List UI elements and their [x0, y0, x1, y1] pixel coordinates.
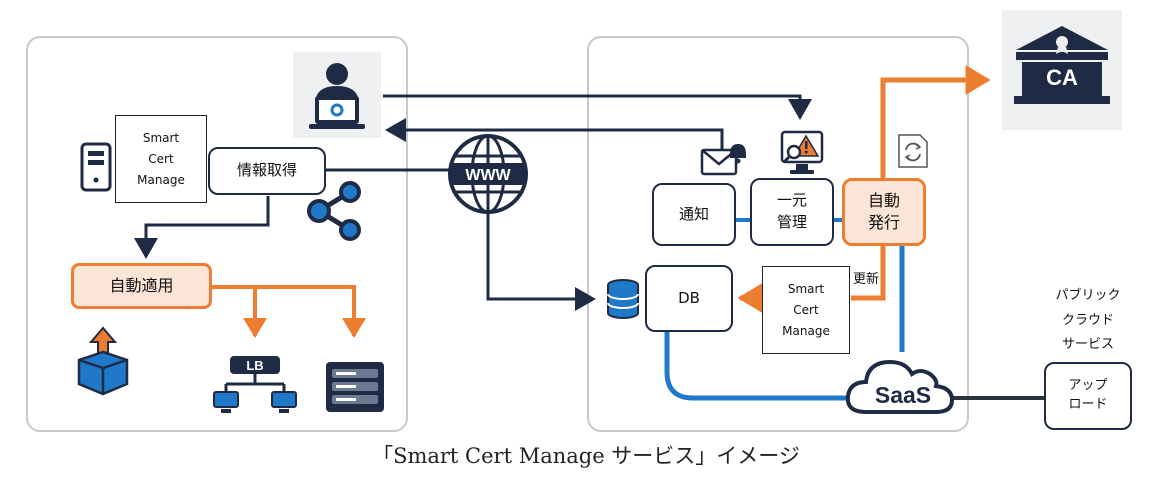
smart-cert-manage-left: Smart Cert Manage: [115, 115, 207, 203]
mail-bell-icon: [700, 140, 748, 176]
upload-node: アップ ロード: [1044, 362, 1132, 430]
share-icon: [303, 180, 365, 242]
notify-node: 通知: [652, 183, 736, 246]
auto-issue-node: 自動 発行: [842, 178, 926, 246]
refresh-icon: [896, 132, 930, 170]
line-user-to-monitor: [383, 94, 812, 120]
www-label: WWW: [465, 167, 511, 184]
saas-label: SaaS: [874, 382, 932, 408]
database-icon: [606, 278, 640, 320]
line-issue-to-update: [851, 246, 886, 301]
upload-box-icon: [73, 326, 133, 396]
line-info-to-auto-apply: [134, 196, 270, 259]
line-mail-to-user: [385, 118, 724, 150]
line-globe-to-db: [486, 210, 596, 311]
monitor-alert-icon: [780, 130, 824, 176]
server-rack-icon: [324, 360, 386, 414]
line-blue-left: [664, 330, 852, 401]
public-cloud-label: パブリック クラウド サービス: [1055, 288, 1121, 353]
globe-icon: WWW: [446, 132, 530, 216]
line-auto-apply-out: [212, 285, 366, 338]
ca-label: CA: [1046, 65, 1078, 90]
update-label: 更新: [852, 272, 879, 287]
cloud-icon: [844, 350, 956, 418]
smart-cert-manage-right: Smart Cert Manage: [762, 266, 850, 354]
bank-icon: CA: [1002, 10, 1122, 130]
info-acquire-node: 情報取得: [208, 147, 326, 195]
db-node: DB: [645, 265, 733, 332]
user-laptop-icon: [293, 52, 381, 138]
load-balancer-icon: LB: [212, 352, 298, 416]
caption: 「Smart Cert Manage サービス」イメージ: [372, 444, 800, 468]
lb-label: LB: [246, 358, 263, 373]
line-issue-to-ca: [880, 65, 991, 178]
auto-apply-node: 自動適用: [71, 263, 212, 309]
central-manage-node: 一元 管理: [750, 178, 834, 246]
server-tower-icon: [80, 142, 112, 192]
